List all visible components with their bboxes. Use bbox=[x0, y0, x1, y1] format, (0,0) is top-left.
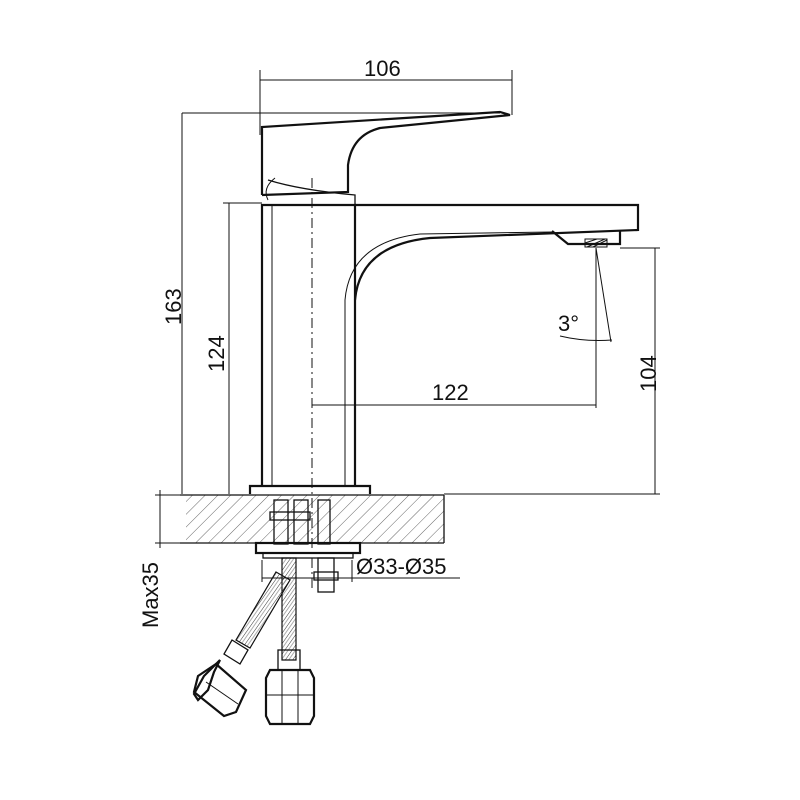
dim-total-height: 163 bbox=[161, 288, 186, 325]
dim-tilt-angle: 3° bbox=[558, 311, 579, 336]
dim-spout-height: 124 bbox=[204, 335, 229, 372]
dimension-lines bbox=[155, 70, 660, 582]
dim-hole-diameter: Ø33-Ø35 bbox=[356, 554, 447, 579]
dim-outlet-clearance: 104 bbox=[636, 355, 661, 392]
faucet-handle bbox=[260, 110, 511, 205]
dim-handle-length: 106 bbox=[364, 56, 401, 81]
dim-max-thickness: Max35 bbox=[138, 562, 163, 628]
dim-spout-reach: 122 bbox=[432, 380, 469, 405]
braided-hoses bbox=[192, 557, 316, 726]
mounting-hardware bbox=[254, 499, 362, 593]
faucet-body bbox=[248, 203, 640, 494]
